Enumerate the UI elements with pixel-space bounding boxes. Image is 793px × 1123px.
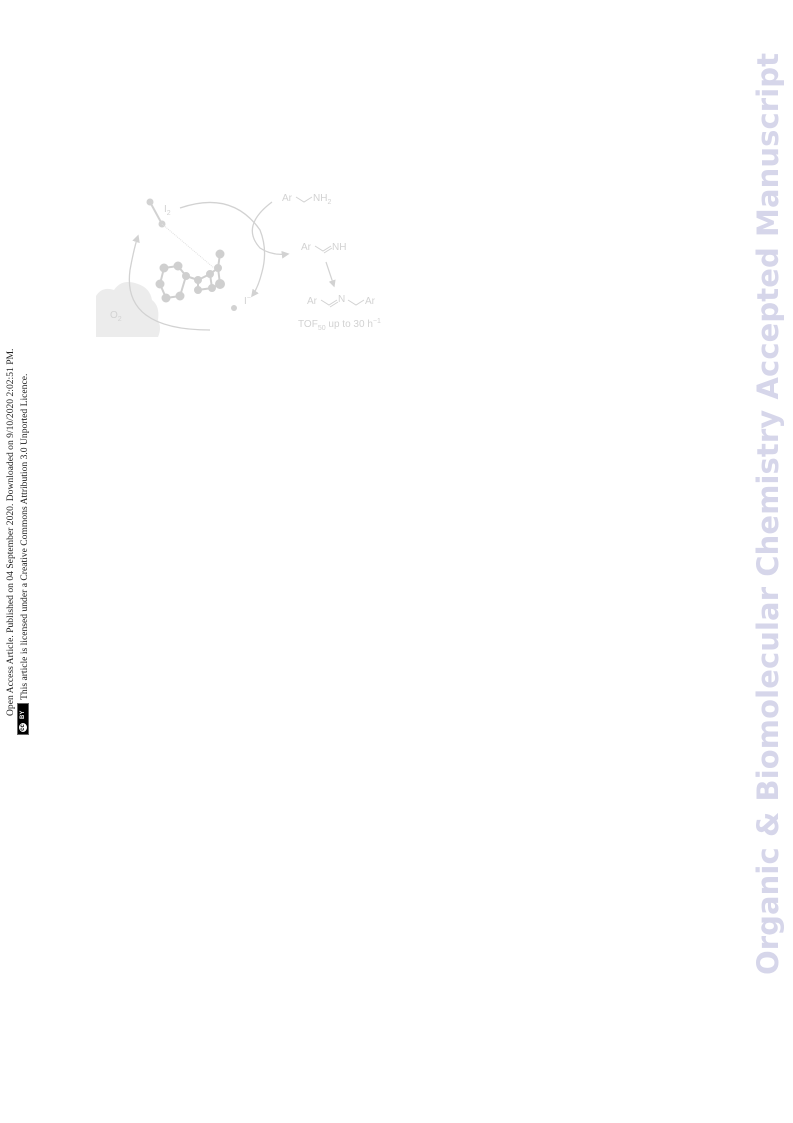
by-label: BY <box>20 710 26 719</box>
iodide-label: I− <box>244 295 251 307</box>
cloud-shape <box>96 282 160 337</box>
catalyst-molecule-icon <box>155 249 225 303</box>
cycle-arc-top <box>179 201 266 273</box>
svg-text:Ar: Ar <box>365 296 376 307</box>
license-line[interactable]: This article is licensed under a Creativ… <box>19 373 30 700</box>
iodine-label: I2 <box>164 204 171 217</box>
cycle-arc-left <box>128 234 211 331</box>
imine-structure: Ar NH <box>301 242 346 254</box>
substrate-arc <box>251 201 290 259</box>
svg-text:Ar: Ar <box>282 193 293 204</box>
amine-structure: Ar NH2 <box>282 193 331 206</box>
svg-text:Ar: Ar <box>307 296 318 307</box>
iodide-atom <box>231 305 237 311</box>
oxygen-label: O2 <box>110 310 122 323</box>
open-access-notice: Open Access Article. Published on 04 Sep… <box>4 276 40 736</box>
accepted-manuscript-watermark: Organic & Biomolecular Chemistry Accepte… <box>751 52 785 975</box>
iodine-atom <box>146 198 154 206</box>
cc-by-license-badge[interactable]: cc BY <box>17 703 29 735</box>
cycle-arc-right <box>251 271 263 298</box>
svg-text:NH: NH <box>332 242 346 253</box>
graphical-abstract: O2 I2 I <box>96 193 381 337</box>
svg-text:N: N <box>338 294 345 305</box>
product-imine-structure: Ar N Ar <box>307 294 376 308</box>
tof-label: TOF50 up to 30 h−1 <box>298 318 381 332</box>
open-access-line: Open Access Article. Published on 04 Sep… <box>5 348 16 716</box>
svg-text:NH2: NH2 <box>313 193 331 206</box>
svg-text:Ar: Ar <box>301 242 312 253</box>
reaction-arrow <box>325 261 336 288</box>
cc-icon: cc <box>18 722 28 733</box>
